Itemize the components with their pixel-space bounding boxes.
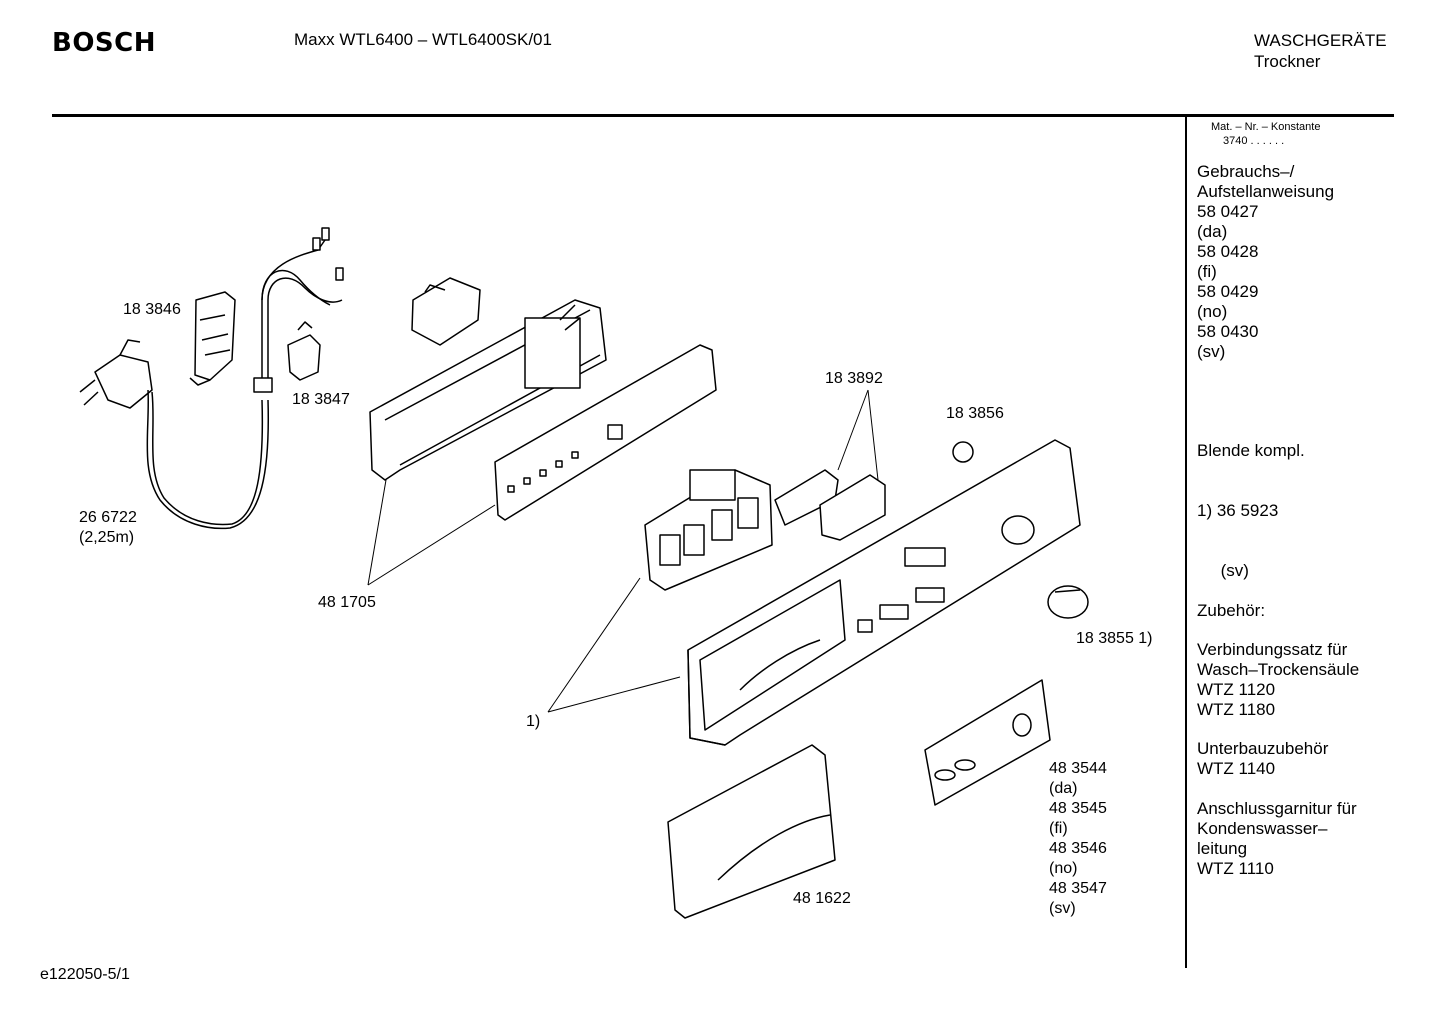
acc1-line: WTZ 1180 xyxy=(1197,700,1276,719)
panel-line: (sv) xyxy=(1049,900,1076,917)
blende-line: (sv) xyxy=(1197,561,1249,580)
manual-line: (sv) xyxy=(1197,342,1226,361)
acc2-line: WTZ 1140 xyxy=(1197,759,1276,778)
keypad xyxy=(644,469,773,591)
blende-line: Blende kompl. xyxy=(1197,441,1305,460)
manual-line: (fi) xyxy=(1197,262,1217,281)
panel-line: 48 3547 xyxy=(1049,880,1107,897)
door-flap xyxy=(667,744,836,919)
accessory-connection-kit: Verbindungssatz für Wasch–Trockensäule W… xyxy=(1197,640,1359,720)
acc3-line: leitung xyxy=(1197,839,1248,858)
exploded-diagram xyxy=(79,227,1089,919)
acc1-line: Wasch–Trockensäule xyxy=(1197,660,1360,679)
switch-part xyxy=(189,291,236,386)
acc3-line: WTZ 1110 xyxy=(1197,859,1274,878)
model-title: Maxx WTL6400 – WTL6400SK/01 xyxy=(294,30,552,49)
manual-line: Aufstellanweisung xyxy=(1197,182,1335,201)
acc3-line: Kondenswasser– xyxy=(1197,819,1328,838)
part-number: 26 6722 xyxy=(79,509,137,526)
display-modules xyxy=(774,469,886,541)
manual-line: 58 0430 xyxy=(1197,322,1259,341)
part-label: 18 3892 xyxy=(825,370,883,387)
panel-part-list: 48 3544 (da) 48 3545 (fi) 48 3546 (no) 4… xyxy=(1049,759,1107,919)
panel-overlay xyxy=(924,679,1051,806)
acc1-line: Verbindungssatz für xyxy=(1197,640,1348,659)
acc2-line: Unterbauzubehör xyxy=(1197,739,1329,758)
blende-line: 1) 36 5923 xyxy=(1197,501,1279,520)
manual-list: Gebrauchs–/ Aufstellanweisung 58 0427 (d… xyxy=(1197,162,1334,362)
control-frame xyxy=(369,299,607,481)
header-rule xyxy=(52,114,1394,117)
part-label: 18 3856 xyxy=(946,405,1004,422)
part-label: 26 6722 (2,25m) xyxy=(79,508,137,548)
panel-line: 48 3546 xyxy=(1049,840,1107,857)
indicator-lamp xyxy=(952,441,974,463)
acc1-line: WTZ 1120 xyxy=(1197,680,1276,699)
connector-part xyxy=(411,277,481,346)
manual-line: Gebrauchs–/ xyxy=(1197,162,1295,181)
part-label: 18 3847 xyxy=(292,391,350,408)
manual-line: 58 0429 xyxy=(1197,282,1259,301)
document-code: e122050-5/1 xyxy=(40,966,130,983)
category: WASCHGERÄTE Trockner xyxy=(1254,30,1387,72)
panel-line: (da) xyxy=(1049,780,1078,797)
part-label: 18 3855 1) xyxy=(1076,630,1153,647)
mat-nr-block: Mat. – Nr. – Konstante 3740 . . . . . . xyxy=(1211,120,1320,148)
part-label: 18 3846 xyxy=(123,301,181,318)
part-label: 1) xyxy=(526,713,541,730)
manual-line: 58 0428 xyxy=(1197,242,1259,261)
panel-line: 48 3545 xyxy=(1049,800,1107,817)
part-label: 48 1705 xyxy=(318,594,376,611)
blende-block: Blende kompl. 1) 36 5923 (sv) xyxy=(1197,401,1305,601)
sidebar-divider xyxy=(1185,116,1187,968)
mat-nr-value: 3740 . . . . . . xyxy=(1223,135,1285,147)
manual-line: 58 0427 xyxy=(1197,202,1259,221)
manual-line: (no) xyxy=(1197,302,1228,321)
filter-part xyxy=(287,321,321,381)
part-label: 48 1622 xyxy=(793,890,851,907)
panel-line: 48 3544 xyxy=(1049,760,1107,777)
manual-line: (da) xyxy=(1197,222,1228,241)
front-panel xyxy=(687,439,1081,746)
accessory-condensate: Anschlussgarnitur für Kondenswasser– lei… xyxy=(1197,799,1357,879)
panel-line: (fi) xyxy=(1049,820,1068,837)
mat-nr-label: Mat. – Nr. – Konstante xyxy=(1211,121,1321,133)
panel-line: (no) xyxy=(1049,860,1078,877)
part-length: (2,25m) xyxy=(79,529,135,546)
brand-logo: BOSCH xyxy=(52,28,156,58)
category-line2: Trockner xyxy=(1254,52,1321,71)
circuit-board xyxy=(494,344,717,521)
category-line1: WASCHGERÄTE xyxy=(1254,31,1387,50)
program-knob xyxy=(1047,585,1089,619)
power-cord xyxy=(79,227,344,530)
accessory-underbuild: Unterbauzubehör WTZ 1140 xyxy=(1197,739,1328,779)
accessories-title: Zubehör: xyxy=(1197,601,1266,620)
acc3-line: Anschlussgarnitur für xyxy=(1197,799,1357,818)
leader-lines xyxy=(367,389,879,713)
